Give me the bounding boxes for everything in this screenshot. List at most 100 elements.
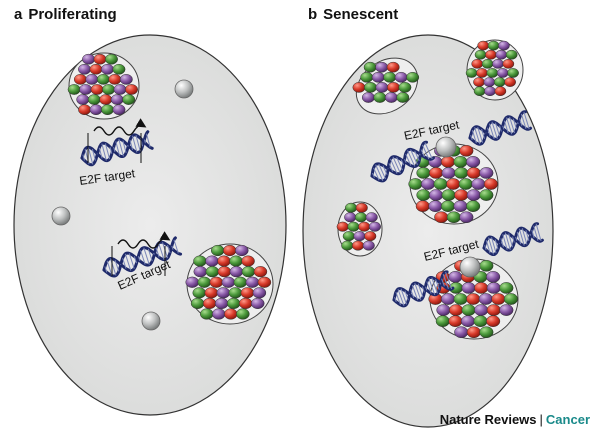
purple-protein-icon bbox=[371, 71, 385, 83]
purple-protein-icon bbox=[353, 231, 366, 242]
purple-protein-icon bbox=[384, 92, 398, 103]
purple-protein-icon bbox=[361, 92, 375, 103]
green-protein-icon bbox=[236, 308, 250, 320]
purple-protein-icon bbox=[185, 276, 199, 288]
green-protein-icon bbox=[383, 71, 397, 83]
dna-helix-icon bbox=[370, 140, 435, 183]
purple-protein-icon bbox=[375, 61, 389, 73]
purple-protein-icon bbox=[420, 178, 436, 190]
green-protein-icon bbox=[440, 200, 456, 212]
red-protein-icon bbox=[224, 308, 238, 320]
purple-protein-icon bbox=[394, 71, 408, 83]
green-protein-icon bbox=[344, 202, 358, 213]
red-protein-icon bbox=[217, 255, 231, 267]
red-protein-icon bbox=[486, 315, 501, 327]
red-protein-icon bbox=[466, 326, 481, 339]
purple-protein-icon bbox=[448, 271, 463, 283]
purple-protein-icon bbox=[479, 167, 494, 179]
green-protein-icon bbox=[229, 255, 243, 267]
purple-protein-icon bbox=[79, 84, 93, 95]
dna-helix-icon bbox=[102, 236, 183, 278]
green-protein-icon bbox=[453, 156, 468, 168]
red-protein-icon bbox=[476, 68, 488, 78]
red-protein-icon bbox=[477, 40, 490, 51]
purple-protein-icon bbox=[235, 244, 249, 257]
purple-protein-icon bbox=[101, 63, 114, 75]
purple-protein-icon bbox=[495, 49, 508, 60]
purple-protein-icon bbox=[216, 287, 231, 299]
red-protein-icon bbox=[386, 61, 400, 73]
red-protein-icon bbox=[491, 293, 506, 305]
green-protein-icon bbox=[363, 61, 377, 73]
green-protein-icon bbox=[479, 326, 494, 339]
purple-protein-icon bbox=[486, 271, 501, 283]
green-protein-icon bbox=[101, 104, 114, 116]
green-protein-icon bbox=[474, 49, 487, 60]
red-protein-icon bbox=[241, 255, 255, 267]
red-protein-icon bbox=[355, 202, 368, 213]
purple-protein-icon bbox=[245, 276, 260, 288]
green-protein-icon bbox=[416, 189, 431, 201]
purple-protein-icon bbox=[499, 304, 514, 316]
red-protein-icon bbox=[358, 221, 371, 232]
green-protein-icon bbox=[67, 84, 81, 95]
dna-helix-icon bbox=[482, 222, 544, 256]
purple-protein-icon bbox=[466, 189, 481, 201]
purple-protein-icon bbox=[250, 297, 265, 309]
green-protein-icon bbox=[479, 189, 494, 201]
red-protein-icon bbox=[222, 244, 237, 257]
protein-cluster bbox=[428, 258, 519, 340]
green-protein-icon bbox=[96, 74, 110, 85]
green-protein-icon bbox=[458, 178, 473, 190]
red-protein-icon bbox=[483, 178, 498, 190]
purple-protein-icon bbox=[229, 266, 244, 278]
green-protein-icon bbox=[487, 40, 500, 51]
red-protein-icon bbox=[471, 58, 484, 69]
green-protein-icon bbox=[360, 71, 374, 83]
red-protein-icon bbox=[386, 82, 400, 93]
red-protein-icon bbox=[93, 53, 107, 65]
purple-protein-icon bbox=[498, 40, 510, 51]
purple-protein-icon bbox=[440, 293, 456, 305]
green-protein-icon bbox=[347, 221, 360, 232]
green-protein-icon bbox=[466, 200, 481, 212]
purple-protein-icon bbox=[76, 94, 90, 105]
green-protein-icon bbox=[435, 315, 450, 327]
red-protein-icon bbox=[78, 104, 92, 116]
red-protein-icon bbox=[257, 276, 272, 288]
purple-protein-icon bbox=[193, 266, 208, 278]
red-protein-icon bbox=[448, 304, 464, 316]
sphere-icon bbox=[141, 311, 161, 331]
green-protein-icon bbox=[87, 94, 101, 105]
purple-protein-icon bbox=[471, 178, 486, 190]
red-protein-icon bbox=[89, 63, 103, 75]
panel-a-heading: Proliferating bbox=[28, 6, 117, 23]
red-protein-icon bbox=[486, 304, 501, 316]
green-protein-icon bbox=[473, 315, 488, 327]
purple-protein-icon bbox=[461, 282, 476, 294]
red-protein-icon bbox=[502, 58, 515, 69]
sphere-icon bbox=[51, 206, 71, 226]
green-protein-icon bbox=[486, 68, 499, 78]
purple-protein-icon bbox=[214, 297, 229, 309]
green-protein-icon bbox=[192, 287, 207, 299]
green-protein-icon bbox=[190, 297, 205, 309]
purple-protein-icon bbox=[344, 212, 357, 223]
purple-protein-icon bbox=[484, 86, 496, 97]
green-protein-icon bbox=[396, 92, 410, 103]
green-protein-icon bbox=[122, 94, 136, 105]
panel-b-letter: b bbox=[308, 6, 318, 23]
red-protein-icon bbox=[217, 266, 232, 278]
green-protein-icon bbox=[210, 244, 225, 257]
purple-protein-icon bbox=[119, 74, 133, 85]
purple-protein-icon bbox=[205, 255, 219, 267]
purple-protein-icon bbox=[453, 200, 468, 212]
green-protein-icon bbox=[406, 71, 420, 83]
transcription-arrow-icon bbox=[117, 231, 171, 249]
protein-cluster bbox=[185, 243, 274, 325]
red-protein-icon bbox=[428, 167, 444, 179]
panel-b-heading: Senescent bbox=[323, 6, 399, 23]
red-protein-icon bbox=[253, 266, 268, 278]
purple-protein-icon bbox=[460, 315, 476, 327]
